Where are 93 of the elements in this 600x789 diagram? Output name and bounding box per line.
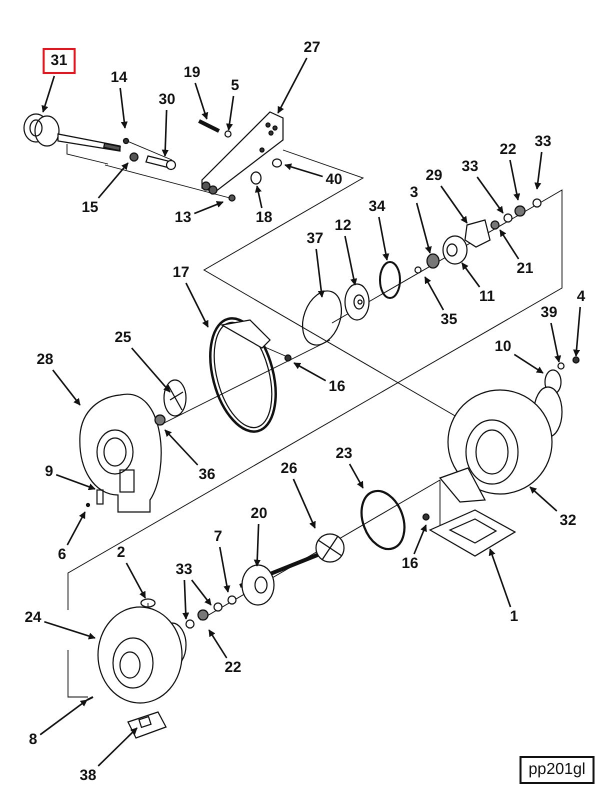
leader-arrow xyxy=(573,306,581,357)
callout-number: 39 xyxy=(540,305,558,321)
callout-number: 2 xyxy=(116,545,126,561)
callout-number: 24 xyxy=(24,610,42,626)
leader-arrow xyxy=(126,562,146,599)
callout-number: 33 xyxy=(534,134,552,150)
leader-arrow xyxy=(293,362,326,382)
leader-arrow xyxy=(378,216,390,261)
leader-arrow xyxy=(534,152,542,190)
callout-number: 19 xyxy=(182,65,202,81)
callout-number: 40 xyxy=(324,172,344,188)
leader-arrow xyxy=(292,478,316,529)
callout-number: 27 xyxy=(302,40,322,56)
callout-number: 33 xyxy=(174,562,194,578)
callout-number: 32 xyxy=(558,513,578,529)
bolt-drawing xyxy=(197,119,221,133)
callout-number: 30 xyxy=(158,92,176,108)
leader-arrow xyxy=(550,322,562,363)
leader-arrow xyxy=(416,202,432,254)
leader-arrow xyxy=(488,548,512,608)
callout-number: 34 xyxy=(368,199,386,215)
callout-number: 15 xyxy=(80,200,100,216)
leader-arrow xyxy=(208,629,228,658)
leader-arrow xyxy=(44,620,96,640)
leader-arrow xyxy=(52,370,81,406)
leader-arrow xyxy=(42,76,56,113)
leader-arrow xyxy=(162,110,169,157)
leader-arrow xyxy=(185,282,209,328)
callout-number: 21 xyxy=(516,261,534,277)
leader-arrow xyxy=(226,96,234,131)
callout-number: 7 xyxy=(212,529,224,545)
leader-arrow xyxy=(440,186,468,224)
callout-number: 23 xyxy=(334,446,354,462)
leader-arrow xyxy=(348,464,364,489)
o-ring-drawing xyxy=(140,598,156,608)
callout-number: 1 xyxy=(508,609,520,625)
callout-number: 4 xyxy=(576,289,586,305)
callout-number: 26 xyxy=(280,461,298,477)
leader-arrow xyxy=(98,727,138,767)
callout-number: 22 xyxy=(498,142,518,158)
callout-number: 17 xyxy=(172,265,190,281)
leader-arrow xyxy=(413,524,427,554)
callout-number: 12 xyxy=(334,218,352,234)
leader-arrow xyxy=(254,185,263,208)
leader-arrow xyxy=(424,276,444,310)
leader-arrow xyxy=(119,88,128,129)
callout-number: 18 xyxy=(254,210,274,226)
leader-arrow xyxy=(194,82,208,120)
callout-number: 9 xyxy=(44,464,54,480)
leader-arrow xyxy=(476,176,504,214)
callout-number: 37 xyxy=(306,231,324,247)
leader-arrow xyxy=(344,236,358,286)
leader-arrow xyxy=(509,160,520,201)
washer-circle xyxy=(224,130,232,138)
callout-number: 33 xyxy=(460,159,480,175)
reference-code: pp201gl xyxy=(520,756,594,784)
callout-number: 36 xyxy=(198,467,216,483)
leader-arrow xyxy=(254,524,261,567)
leader-arrow xyxy=(284,164,323,178)
callout-number: 6 xyxy=(56,547,68,563)
leader-arrow xyxy=(219,546,230,593)
callout-number: 14 xyxy=(110,70,128,86)
leader-arrow xyxy=(194,201,224,214)
callout-number: 16 xyxy=(328,379,346,395)
leader-arrow xyxy=(40,699,88,736)
callout-number: 35 xyxy=(440,312,458,328)
callout-number: 20 xyxy=(250,506,268,522)
callout-number: 8 xyxy=(28,732,38,748)
leader-arrow xyxy=(182,580,190,620)
leader-arrow xyxy=(277,58,308,114)
callout-number: 16 xyxy=(400,556,420,572)
leader-arrow xyxy=(191,580,212,606)
callout-number: 25 xyxy=(114,330,132,346)
leader-arrow xyxy=(461,262,480,288)
leader-arrow xyxy=(514,354,544,374)
leader-arrow xyxy=(66,511,86,546)
callout-number: 3 xyxy=(408,185,420,201)
leader-arrow xyxy=(131,347,171,393)
leader-arrow xyxy=(98,162,129,199)
leader-arrow xyxy=(499,229,520,260)
callout-number: 5 xyxy=(230,78,240,94)
leader-arrow xyxy=(315,248,325,298)
leader-arrow xyxy=(56,474,96,490)
callout-number: 10 xyxy=(494,339,512,355)
callout-number: 38 xyxy=(78,768,98,784)
callout-number: 11 xyxy=(478,289,496,305)
callout-number: 31 xyxy=(42,48,76,74)
callout-number: 28 xyxy=(36,352,54,368)
callout-number: 29 xyxy=(424,168,444,184)
leader-arrow xyxy=(529,486,558,512)
callout-number: 22 xyxy=(224,660,242,676)
leader-arrow xyxy=(164,429,198,466)
callout-number: 13 xyxy=(174,210,192,226)
